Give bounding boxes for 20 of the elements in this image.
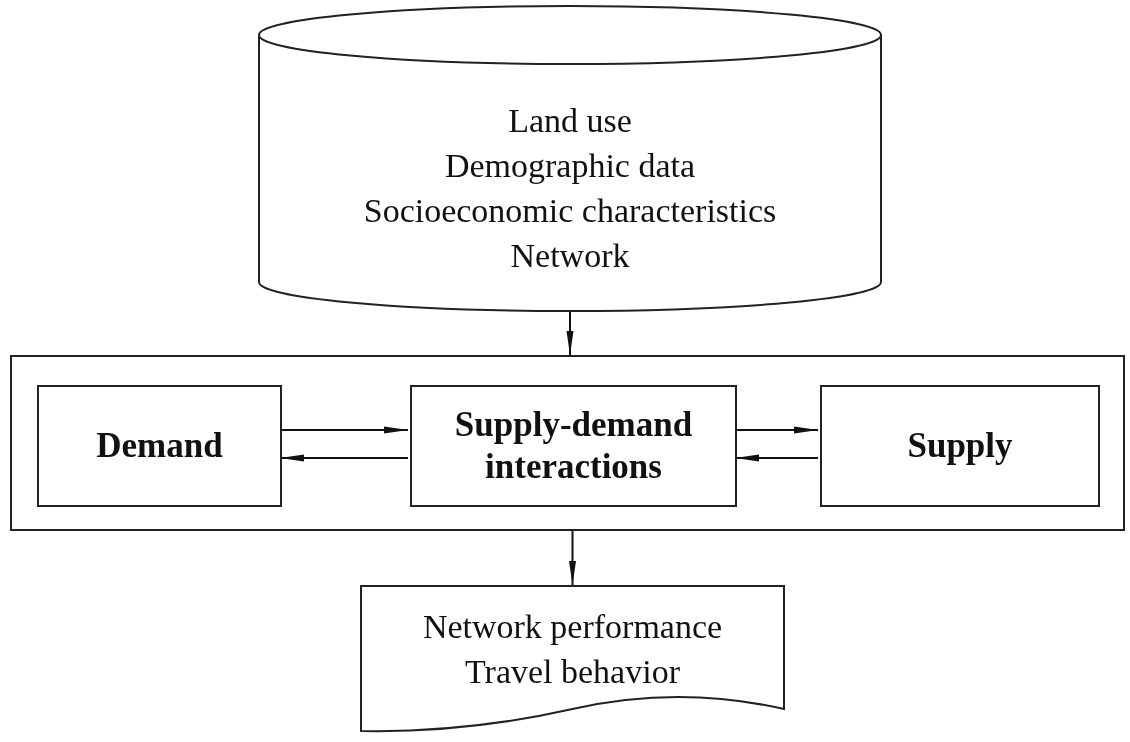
node-label: Network: [509, 235, 631, 276]
node-label: Socioeconomic characteristics: [362, 190, 778, 231]
node-label: Network performance: [421, 607, 724, 647]
arrow: [279, 426, 409, 434]
node-label: Land use: [507, 101, 633, 141]
node-label: Travel behavior: [464, 651, 681, 692]
arrow: [566, 311, 574, 356]
process-box: [820, 385, 1100, 507]
node-label: Demographic data: [443, 145, 697, 186]
process-box: [37, 385, 282, 507]
process-box: [410, 385, 737, 507]
arrow: [279, 454, 409, 462]
group-frame: [10, 355, 1125, 531]
arrow: [734, 454, 819, 462]
node-label: Supply-demand interactions: [453, 404, 694, 488]
node-label: Demand: [95, 425, 224, 467]
database-cylinder: [258, 5, 882, 312]
arrow: [569, 530, 576, 586]
arrow: [734, 426, 819, 434]
node-label: Supply: [906, 425, 1014, 467]
